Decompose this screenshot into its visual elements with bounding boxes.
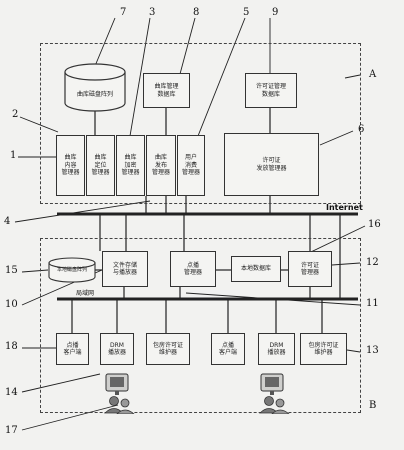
media-management-database: 曲库管理 数据库 [143,73,190,108]
network-buses [57,212,358,301]
ref-5: 5 [243,7,250,18]
ref-16: 16 [368,219,381,230]
reference-leaders [14,17,366,431]
vod-manager: 点播 管理器 [170,251,216,287]
ref-6: 6 [358,124,365,135]
region-b [40,238,361,413]
region-a [40,43,361,204]
license-manager: 许可证 管理器 [288,251,332,287]
local-database: 本地数据库 [231,256,281,282]
ref-18: 18 [5,341,18,352]
locate-manager: 曲库 定位 管理器 [86,135,115,196]
local-disk-array: 本地磁盘阵列 [56,266,87,273]
ref-12: 12 [366,257,379,268]
user-icon [259,373,290,414]
ref-B: B [369,400,377,411]
ref-13: 13 [366,345,379,356]
ref-4: 4 [4,216,11,227]
room-license-maintainer-1: 包房许可证 维护器 [146,333,190,365]
room-license-maintainer-2: 包房许可证 维护器 [300,333,347,365]
license-management-database: 许可证管理 数据库 [245,73,297,108]
ref-3: 3 [149,7,156,18]
ref-9: 9 [272,7,279,18]
vod-client-1: 点播 客户端 [56,333,89,365]
ref-8: 8 [193,7,200,18]
media-disk-array: 曲库磁盘阵列 [76,91,113,99]
ref-15: 15 [5,265,18,276]
ref-17: 17 [5,425,18,436]
publish-manager: 曲库 发布 管理器 [146,135,176,196]
content-manager: 曲库 内容 管理器 [56,135,85,196]
ref-11: 11 [366,298,379,309]
ref-2: 2 [12,109,19,120]
ref-14: 14 [5,387,18,398]
license-issuing-manager: 许可证 发放管理器 [224,133,319,196]
ref-7: 7 [120,7,127,18]
drm-player-2: DRM 播放器 [258,333,295,365]
ref-1: 1 [10,150,17,161]
user-icon [104,373,135,414]
file-storage-player: 文件存储 与播放器 [102,251,148,287]
media-disk-array-icon [64,63,126,112]
drm-player-1: DRM 播放器 [100,333,134,365]
vod-client-2: 点播 客户端 [211,333,245,365]
ref-10: 10 [5,299,18,310]
encrypt-manager: 曲库 加密 管理器 [116,135,145,196]
internet-label: Internet [326,203,363,212]
user-consumption-manager: 用户 消费 管理器 [177,135,205,196]
local-disk-array-icon [48,257,96,283]
lan-label: 局域网 [76,290,95,297]
ref-A: A [369,69,377,80]
